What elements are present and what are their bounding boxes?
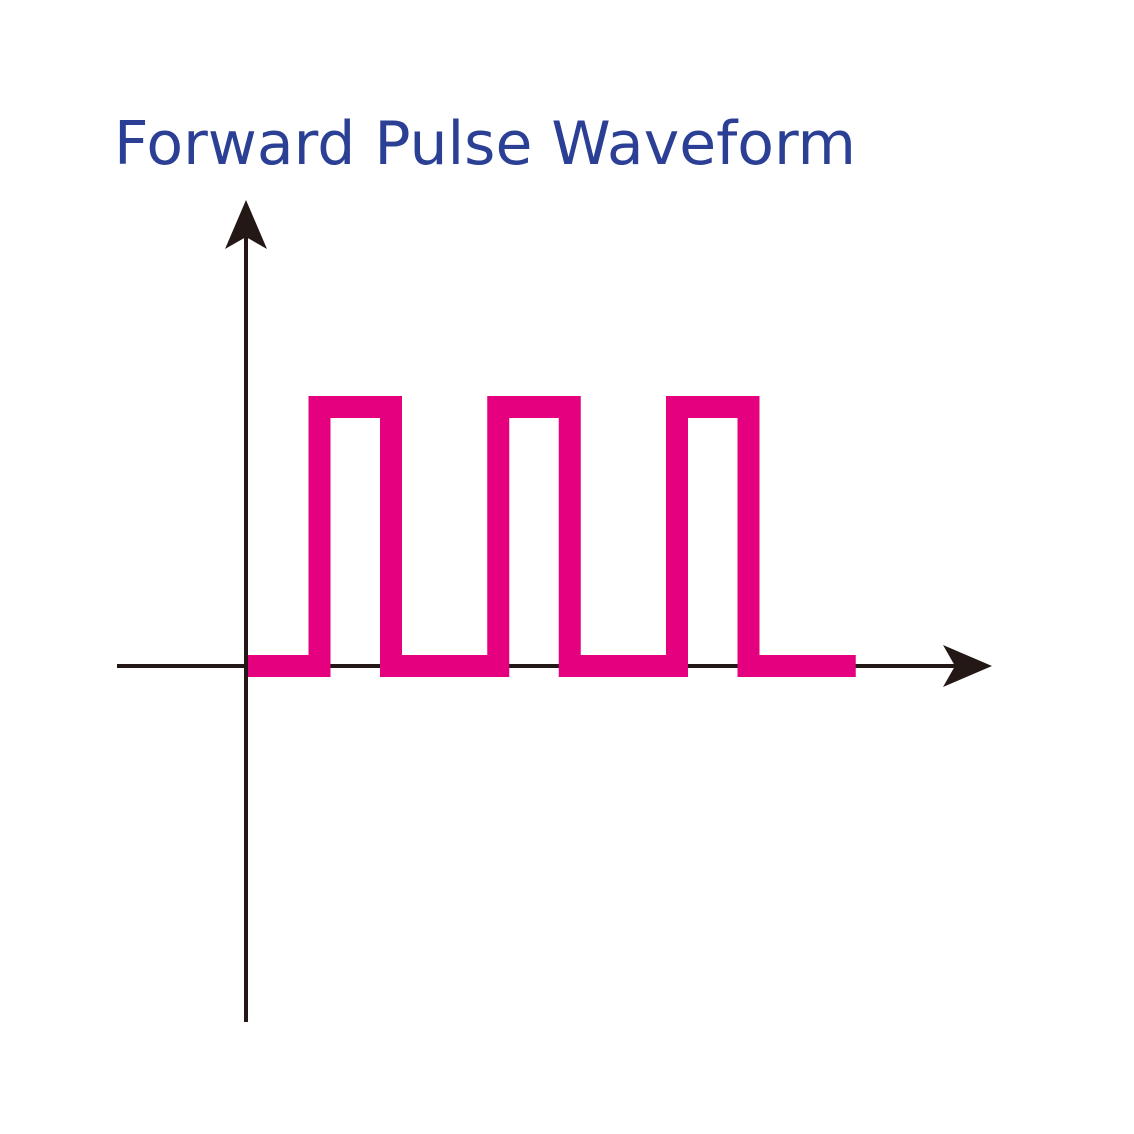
diagram-title: Forward Pulse Waveform [114, 109, 857, 179]
y-axis-arrowhead [225, 200, 267, 249]
pulse-waveform [248, 396, 856, 677]
axes [117, 200, 992, 1022]
x-axis-arrowhead [943, 645, 992, 687]
